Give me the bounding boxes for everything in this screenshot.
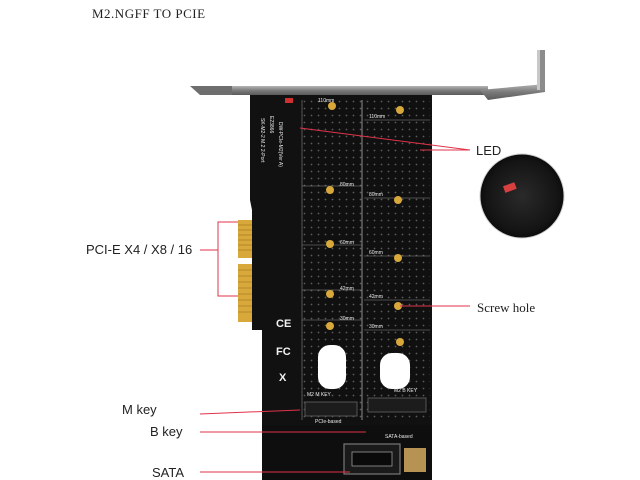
slot-left-label: M2 M KEY <box>307 392 331 398</box>
sata-based-label: SATA-based <box>385 434 413 440</box>
board-top-size-label: 110mm <box>318 98 335 104</box>
board-part-text: E23866 <box>268 116 274 134</box>
left-size-60: 60mm <box>340 240 354 246</box>
weee-mark: X <box>279 372 287 384</box>
left-size-42: 42mm <box>340 286 354 292</box>
ce-mark: CE <box>276 318 292 330</box>
pcie-based-label: PCIe-based <box>315 419 342 425</box>
pcie-gold-fingers <box>238 220 252 322</box>
sata-label: SATA <box>152 465 185 480</box>
slot-right-label: M2 B KEY <box>394 388 418 394</box>
led-zoom-inset <box>479 153 565 239</box>
board-model-text: SK-M2-2 M.2 2-Port <box>259 118 265 163</box>
board-version-text: DW-PCIe-M2(Ver A) <box>277 122 283 167</box>
screw-hole-label: Screw hole <box>477 300 536 315</box>
metal-bracket <box>190 50 545 100</box>
right-size-110: 110mm <box>369 114 386 120</box>
pcb-board <box>250 95 432 480</box>
fcc-mark: FC <box>276 346 291 358</box>
led-label: LED <box>476 143 502 158</box>
right-size-60: 60mm <box>369 250 383 256</box>
right-size-42: 42mm <box>369 294 383 300</box>
right-size-80: 80mm <box>369 192 383 198</box>
page-title: M2.NGFF TO PCIE <box>92 6 206 21</box>
pcie-label: PCI-E X4 / X8 / 16 <box>86 242 193 257</box>
left-size-30: 30mm <box>340 316 354 322</box>
callout-lines <box>199 127 471 473</box>
b-key-label: B key <box>150 424 183 439</box>
m-key-label: M key <box>122 402 157 417</box>
right-size-30: 30mm <box>369 324 383 330</box>
left-size-80: 80mm <box>340 182 354 188</box>
